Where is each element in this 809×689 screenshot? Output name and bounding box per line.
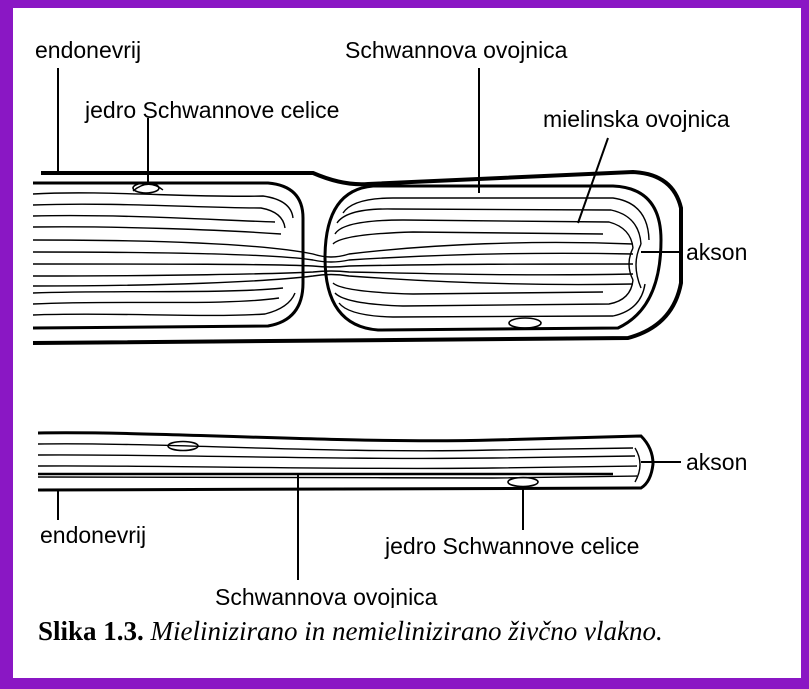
nerve-fiber-diagram: endonevrij Schwannova ovojnica jedro Sch…: [13, 8, 801, 608]
leader-lines: [58, 68, 681, 580]
label-myelin-sheath: mielinska ovojnica: [543, 106, 730, 132]
unmyelinated-outline: [38, 433, 653, 490]
label-axon-bottom: akson: [686, 449, 747, 475]
figure-frame: endonevrij Schwannova ovojnica jedro Sch…: [13, 8, 801, 678]
caption-text: Mielinizirano in nemielinizirano živčno …: [151, 616, 663, 646]
axon-top: [33, 240, 633, 286]
schwann-nucleus-bottom: [508, 478, 538, 487]
label-endonevrij-bottom: endonevrij: [40, 522, 146, 548]
schwann-nucleus-bottom-right: [509, 318, 541, 328]
caption-number: Slika 1.3.: [38, 616, 144, 646]
unmyelinated-fiber: [38, 433, 653, 490]
label-schwann-sheath-top: Schwannova ovojnica: [345, 37, 568, 63]
label-endonevrij-top: endonevrij: [35, 37, 141, 63]
label-schwann-nucleus-top: jedro Schwannove celice: [84, 97, 339, 123]
label-schwann-nucleus-bottom: jedro Schwannove celice: [384, 533, 639, 559]
label-schwann-sheath-bottom: Schwannova ovojnica: [215, 584, 438, 608]
figure-caption: Slika 1.3. Mielinizirano in nemielinizir…: [38, 616, 663, 647]
myelinated-fiber: [33, 172, 681, 343]
label-axon-top: akson: [686, 239, 747, 265]
